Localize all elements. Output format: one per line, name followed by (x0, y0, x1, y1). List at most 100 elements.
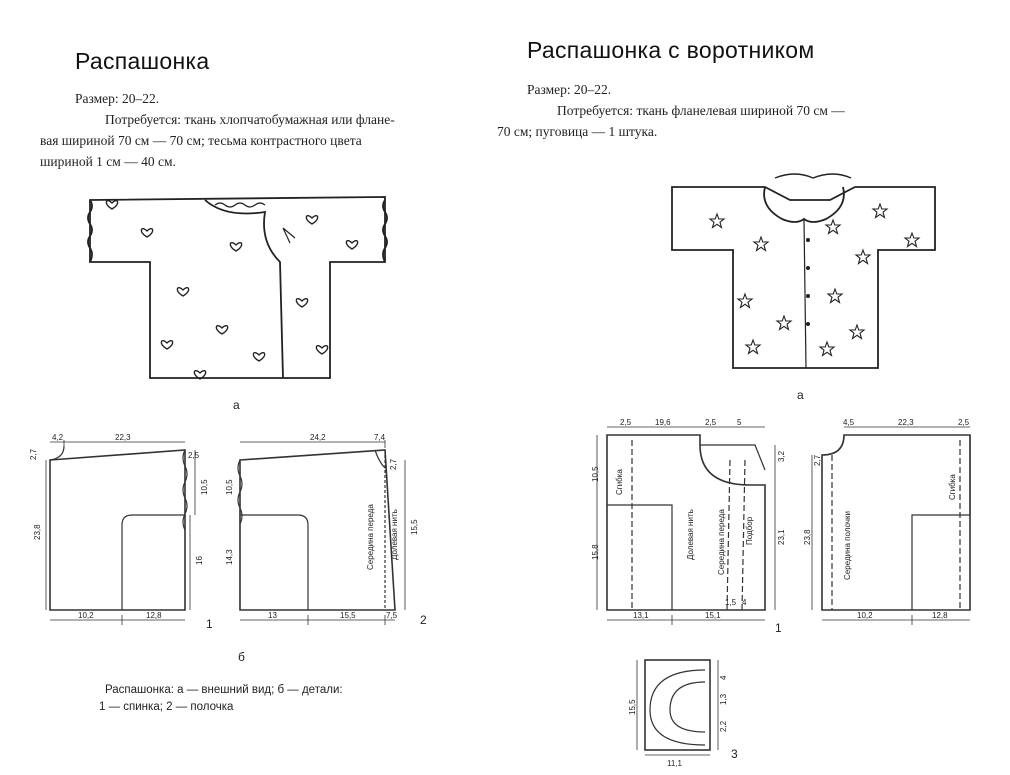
left-part-label-1: 1 (206, 617, 213, 631)
dim-label: 2,5 (705, 418, 717, 427)
right-collar-top (774, 173, 852, 179)
heart-icon (140, 228, 154, 238)
star-icon (872, 203, 888, 219)
heart-icon (176, 287, 190, 297)
dim-label: 1,5 (725, 598, 737, 607)
front-label-facing: Подбор (745, 516, 754, 545)
star-icon (819, 341, 835, 357)
left-needs-line-2: вая шириной 70 см — 70 см; тесьма контра… (40, 133, 362, 148)
dim-label: 10,2 (78, 611, 94, 620)
heart-icon (215, 325, 229, 335)
dim-label: 16 (195, 556, 204, 565)
dim-label: 3,2 (777, 450, 786, 462)
dim-label: 2,7 (29, 448, 38, 460)
dim-label: 12,8 (146, 611, 162, 620)
left-caption-line-1: Распашонка: а — внешний вид; б — детали: (105, 684, 343, 696)
dim-label: 7,4 (374, 433, 386, 442)
right-pattern-front-dims: 2,5 19,6 2,5 5 10,5 3,2 15,8 23,1 13,1 1… (591, 418, 786, 620)
left-pattern-front-dims: 24,2 7,4 2,7 10,5 14,3 15,5 13 15,5 7,5 … (225, 433, 419, 620)
right-pattern-collar (636, 659, 719, 756)
dim-label: 14,3 (225, 549, 234, 565)
front-label-grain: Долевая нить (390, 509, 399, 560)
heart-icon (295, 298, 309, 308)
star-icon (849, 324, 865, 340)
front-label-fold: Сгибка (615, 469, 624, 495)
right-description: Размер: 20–22. Потребуется: ткань фланел… (497, 79, 947, 142)
left-figure-label-b: б (238, 650, 245, 664)
star-icon (745, 339, 761, 355)
right-garment-buttons (806, 238, 810, 326)
left-garment-hearts (105, 200, 359, 380)
star-icon (737, 293, 753, 309)
right-front-edge (803, 219, 807, 369)
right-figure-label-a: а (797, 388, 804, 402)
right-pattern-front (596, 426, 776, 625)
left-title: Распашонка (75, 48, 210, 74)
right-garment-outline (671, 186, 936, 369)
dim-label: 4,2 (52, 433, 64, 442)
right-garment-illustration (671, 173, 936, 369)
button-icon (806, 266, 810, 270)
left-size-line: Размер: 20–22. (75, 91, 160, 106)
star-icon (827, 288, 843, 304)
dim-label: 15,8 (591, 544, 600, 560)
heart-icon (229, 242, 243, 252)
left-figure-label-a: а (233, 398, 240, 412)
dim-label: 22,3 (898, 418, 914, 427)
dim-label: 22,3 (115, 433, 131, 442)
heart-icon (315, 345, 329, 355)
dim-label: 23,8 (33, 524, 42, 540)
dim-label: 23,1 (777, 529, 786, 545)
left-neck-trim (214, 202, 266, 208)
heart-icon (252, 352, 266, 362)
star-icon (904, 232, 920, 248)
star-icon (753, 236, 769, 252)
right-needs-line-2: 70 см; пуговица — 1 штука. (497, 124, 658, 139)
heart-icon (105, 200, 119, 210)
heart-icon (345, 240, 359, 250)
dim-label: 15,5 (340, 611, 356, 620)
dim-label: 2,2 (719, 720, 728, 732)
dim-label: 4,5 (843, 418, 855, 427)
left-pattern-front (237, 440, 406, 625)
dim-label: 15,1 (705, 611, 721, 620)
dim-label: 4 (742, 598, 747, 607)
left-caption: Распашонка: а — внешний вид; б — детали:… (99, 682, 343, 716)
star-icon (709, 213, 725, 229)
right-needs-line-1: Потребуется: ткань фланелевая шириной 70… (557, 103, 845, 118)
dim-label: 10,5 (225, 479, 234, 495)
dim-label: 10,2 (857, 611, 873, 620)
button-icon (806, 294, 810, 298)
right-part-label-3: 3 (731, 747, 738, 761)
star-icon (855, 249, 871, 265)
dim-label: 1,3 (719, 693, 728, 705)
back-label-fold: Сгибка (948, 474, 957, 500)
button-icon (806, 322, 810, 326)
right-part-label-1: 1 (775, 621, 782, 635)
left-sleeve-trim-left (87, 199, 93, 263)
right-garment-stars (709, 203, 920, 357)
right-pattern-back-dims: 4,5 22,3 2,5 2,7 23,8 10,2 12,8 Сгибка С… (803, 418, 970, 620)
dim-label: 10,5 (591, 466, 600, 482)
heart-icon (305, 215, 319, 225)
dim-label: 15,5 (628, 699, 637, 715)
back-label-middle: Середина полочки (843, 511, 852, 580)
left-garment-outline (89, 196, 386, 379)
front-label-middle: Середина переда (717, 509, 726, 575)
left-caption-line-2: 1 — спинка; 2 — полочка (99, 701, 234, 713)
dim-label: 23,8 (803, 529, 812, 545)
dim-label: 11,1 (667, 759, 683, 768)
dim-label: 10,5 (200, 479, 209, 495)
dim-label: 5 (737, 418, 742, 427)
left-description: Размер: 20–22. Потребуется: ткань хлопча… (40, 88, 475, 172)
left-needs-line-1: Потребуется: ткань хлопчатобумажная или … (105, 112, 395, 127)
left-tie-icon (282, 227, 296, 244)
dim-label: 4 (719, 675, 728, 680)
dim-label: 12,8 (932, 611, 948, 620)
dim-label: 13 (268, 611, 277, 620)
dim-label: 2,7 (813, 454, 822, 466)
right-pattern-collar-dims: 15,5 4 1,3 2,2 11,1 (628, 675, 728, 768)
dim-label: 2,5 (958, 418, 970, 427)
button-icon (806, 238, 810, 242)
